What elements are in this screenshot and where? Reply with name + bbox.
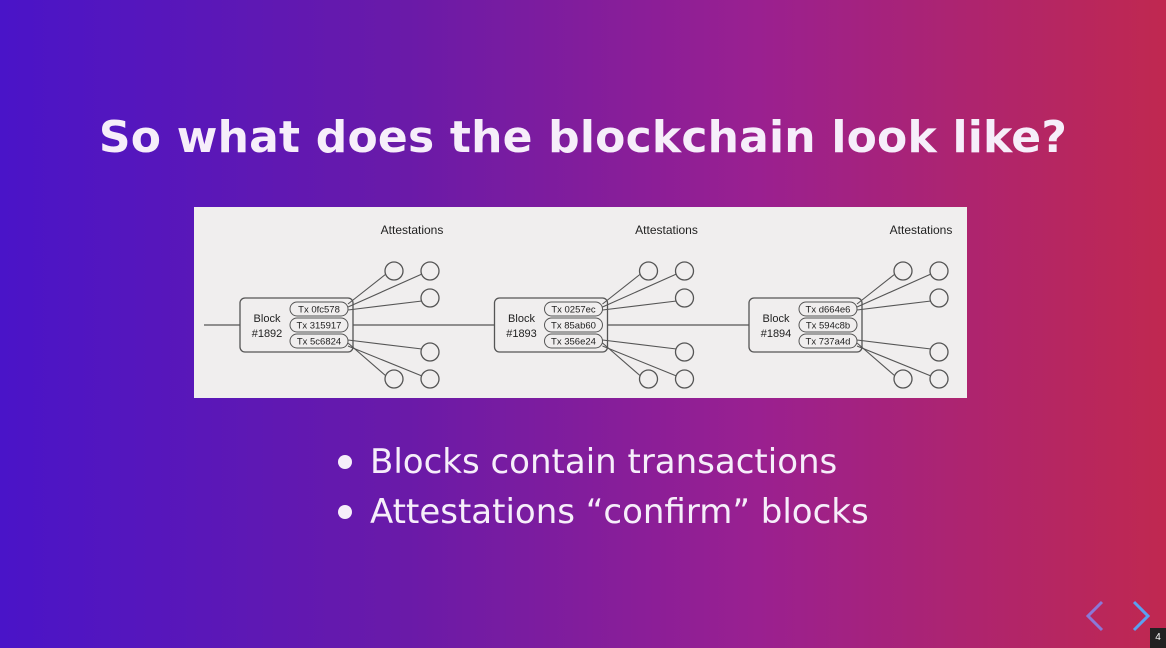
attestations-label: Attestations bbox=[635, 223, 698, 237]
attestation-link bbox=[602, 300, 677, 311]
bullet-list: Blocks contain transactions Attestations… bbox=[336, 440, 869, 540]
next-slide-button[interactable] bbox=[1128, 598, 1154, 634]
attestation-circle bbox=[420, 342, 440, 362]
attestation-link bbox=[347, 273, 387, 305]
attestation-link bbox=[602, 339, 677, 350]
transaction-pill bbox=[544, 317, 603, 333]
attestation-circle bbox=[420, 288, 440, 308]
bullet-item: Blocks contain transactions bbox=[336, 440, 869, 490]
transaction-label: Tx 5c6824 bbox=[297, 337, 341, 348]
transaction-label: Tx 356e24 bbox=[551, 337, 596, 348]
bullet-text: Blocks contain transactions bbox=[370, 442, 838, 482]
transaction-pill bbox=[798, 301, 858, 317]
transaction-label: Tx 0fc578 bbox=[298, 305, 340, 316]
block-number: #1894 bbox=[761, 328, 792, 340]
bullet-dot bbox=[338, 455, 352, 469]
blockchain-diagram-canvas: Block #1892 Tx 0fc578 Tx 315917 Tx 5c6824 Att… bbox=[204, 223, 953, 389]
attestation-link bbox=[856, 339, 932, 350]
blockchain-diagram: Block #1892 Tx 0fc578 Tx 315917 Tx 5c6824 Att… bbox=[194, 207, 967, 398]
chevron-right-icon bbox=[1132, 600, 1151, 632]
attestation-link bbox=[347, 273, 423, 308]
transaction-pill bbox=[798, 317, 858, 333]
transaction-label: Tx 737a4d bbox=[806, 337, 851, 348]
attestation-link bbox=[347, 345, 423, 377]
attestation-circle bbox=[384, 369, 404, 389]
attestation-circle bbox=[420, 261, 440, 281]
bullet-dot bbox=[338, 505, 352, 519]
block-number: #1892 bbox=[252, 328, 283, 340]
transaction-pill bbox=[289, 317, 349, 333]
attestation-circle bbox=[893, 261, 913, 281]
attestation-circle bbox=[674, 261, 695, 281]
transaction-pill bbox=[544, 301, 603, 317]
attestation-link bbox=[602, 273, 677, 308]
block-number: #1893 bbox=[506, 328, 537, 340]
transaction-pill bbox=[289, 301, 349, 317]
attestation-link bbox=[856, 273, 932, 308]
transaction-label: Tx 594c8b bbox=[806, 321, 850, 332]
page-number: 4 bbox=[1150, 628, 1166, 648]
block-label: Block bbox=[763, 313, 790, 325]
transaction-pill bbox=[798, 333, 858, 349]
attestation-circle bbox=[674, 342, 695, 362]
bullet-text: Attestations “confirm” blocks bbox=[370, 492, 869, 532]
transaction-label: Tx 85ab60 bbox=[551, 321, 596, 332]
attestation-link bbox=[347, 339, 423, 350]
attestation-circle bbox=[638, 369, 659, 389]
transaction-pill bbox=[289, 333, 349, 349]
attestation-circle bbox=[638, 261, 659, 281]
transaction-label: Tx d664e6 bbox=[806, 305, 851, 316]
attestation-circle bbox=[893, 369, 913, 389]
attestation-link bbox=[602, 273, 641, 305]
attestation-circle bbox=[929, 369, 949, 389]
attestation-link bbox=[347, 300, 423, 311]
attestation-circle bbox=[674, 369, 695, 389]
transaction-pill bbox=[544, 333, 603, 349]
attestation-circle bbox=[929, 342, 949, 362]
transaction-label: Tx 0257ec bbox=[551, 305, 596, 316]
block-label: Block bbox=[254, 313, 281, 325]
attestation-circle bbox=[929, 288, 949, 308]
chevron-left-icon bbox=[1085, 600, 1104, 632]
attestation-circle bbox=[420, 369, 440, 389]
block-label: Block bbox=[508, 313, 535, 325]
previous-slide-button[interactable] bbox=[1082, 598, 1108, 634]
transaction-label: Tx 315917 bbox=[297, 321, 342, 332]
attestation-link bbox=[856, 300, 932, 311]
attestation-circle bbox=[929, 261, 949, 281]
attestations-label: Attestations bbox=[381, 223, 444, 237]
attestation-link bbox=[602, 345, 677, 377]
bullet-item: Attestations “confirm” blocks bbox=[336, 490, 869, 540]
slide-title: So what does the blockchain look like? bbox=[98, 112, 1068, 163]
attestation-circle bbox=[674, 288, 695, 308]
attestation-link bbox=[856, 345, 932, 377]
attestation-circle bbox=[384, 261, 404, 281]
attestations-label: Attestations bbox=[890, 223, 953, 237]
attestation-link bbox=[856, 273, 896, 305]
